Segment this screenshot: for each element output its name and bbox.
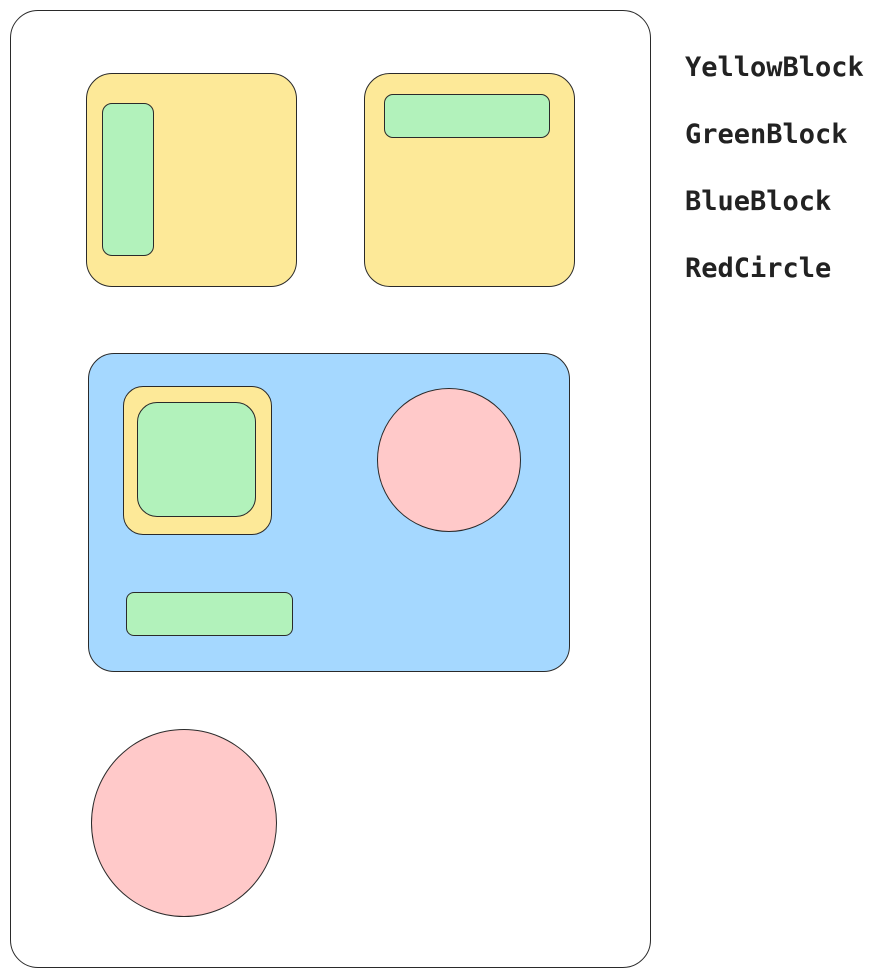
outer-frame [10,10,651,968]
red-circle [91,729,277,917]
green-block [384,94,550,138]
legend: YellowBlock GreenBlock BlueBlock RedCirc… [685,50,864,318]
legend-item-blue-block: BlueBlock [685,186,832,217]
green-block [102,103,154,256]
legend-item-yellow-block: YellowBlock [685,52,864,83]
green-block [126,592,293,636]
legend-item-green-block: GreenBlock [685,119,848,150]
red-circle [377,388,521,532]
green-block [137,402,256,517]
legend-item-red-circle: RedCircle [685,253,832,284]
